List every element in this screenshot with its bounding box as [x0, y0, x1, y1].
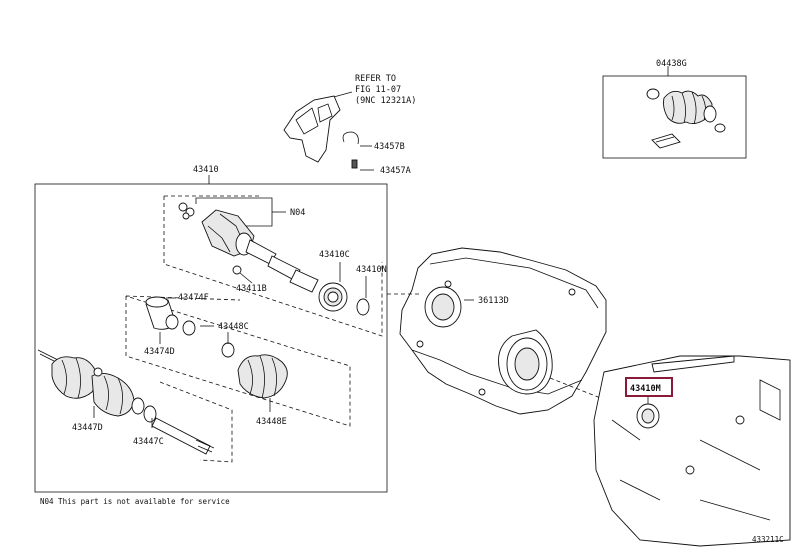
label-43474D[interactable]: 43474D — [144, 347, 175, 357]
label-43448E[interactable]: 43448E — [256, 417, 287, 427]
inboard-joint-drawing — [178, 202, 319, 293]
label-04438G[interactable]: 04438G — [656, 59, 687, 69]
label-43457A[interactable]: 43457A — [380, 166, 411, 176]
refer-line3: (9NC 12321A) — [355, 96, 416, 106]
label-N04[interactable]: N04 — [290, 208, 305, 218]
bearing-43410C — [318, 282, 348, 312]
clamp-43474D — [165, 314, 179, 330]
snap-ring-43410N — [356, 298, 370, 316]
label-43410C[interactable]: 43410C — [319, 250, 350, 260]
oil-seal-36113D — [424, 286, 462, 328]
highlight-box-43410M — [625, 377, 673, 397]
boot-43448E — [237, 354, 288, 399]
clamp-43448C-a — [182, 320, 196, 336]
outboard-joint-43447D — [37, 349, 157, 423]
engine-block — [593, 355, 791, 547]
label-43410[interactable]: 43410 — [193, 165, 219, 175]
shaft-43447C — [151, 417, 211, 455]
snap-ring-43411B — [232, 265, 242, 275]
boot-kit-frame — [602, 75, 747, 159]
label-43410M[interactable]: 43410M — [630, 384, 661, 394]
footnote: N04 This part is not available for servi… — [40, 497, 230, 506]
label-43457B[interactable]: 43457B — [374, 142, 405, 152]
mount-bracket-group: REFER TO FIG 11-07 (9NC 12321A) 43457B 4… — [283, 74, 416, 176]
label-43448C[interactable]: 43448C — [218, 322, 249, 332]
label-43411B[interactable]: 43411B — [236, 284, 267, 294]
bolt-43457A — [351, 159, 358, 169]
boot-kit-drawing — [646, 88, 726, 149]
refer-line2: FIG 11-07 — [355, 85, 401, 95]
assembly-frame — [34, 183, 388, 493]
refer-line1: REFER TO — [355, 74, 396, 84]
label-36113D[interactable]: 36113D — [478, 296, 509, 306]
clamp-43448C-b — [221, 342, 235, 358]
label-43410N[interactable]: 43410N — [356, 265, 387, 275]
drive-shaft-assembly: 43410 N04 43411B — [34, 165, 388, 506]
figure-code: 433211C — [752, 535, 784, 544]
bearing-43410M — [636, 403, 660, 429]
label-43447D[interactable]: 43447D — [72, 423, 103, 433]
label-43474F[interactable]: 43474F — [178, 293, 209, 303]
label-43447C[interactable]: 43447C — [133, 437, 164, 447]
boot-kit-group: 04438G — [602, 59, 747, 159]
snap-ring-43457B — [342, 131, 359, 145]
transaxle-case — [399, 247, 607, 415]
